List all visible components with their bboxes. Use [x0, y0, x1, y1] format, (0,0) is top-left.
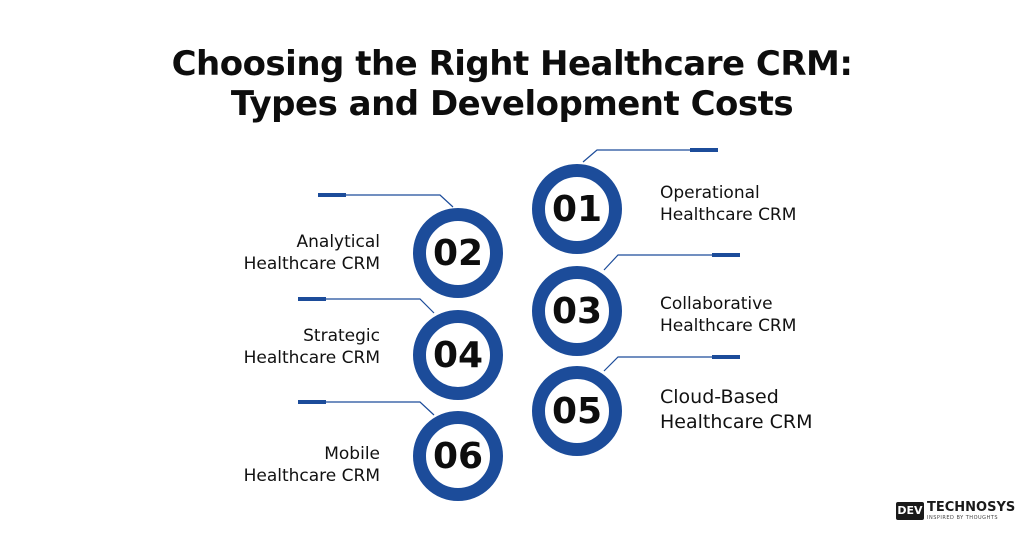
step-number-02: 02	[432, 232, 484, 274]
connector-tick-05	[712, 355, 740, 359]
connector-03	[603, 254, 740, 271]
logo-tagline: INSPIRED BY THOUGHTS	[927, 515, 999, 521]
step-badge-01: 01	[532, 164, 622, 254]
step-label-03: Collaborative Healthcare CRM	[660, 293, 796, 337]
connector-tick-04	[298, 297, 326, 301]
connector-06	[298, 401, 435, 416]
step-label-05: Cloud-Based Healthcare CRM	[660, 385, 812, 435]
step-badge-03: 03	[532, 266, 622, 356]
connector-04	[298, 298, 435, 314]
step-label-02-line1: Analytical	[296, 232, 380, 252]
title-line-2: Types and Development Costs	[230, 84, 794, 124]
step-number-06: 06	[432, 435, 484, 477]
step-badge-02: 02	[413, 208, 503, 298]
step-label-02: Analytical Healthcare CRM	[244, 231, 380, 275]
logo-mark: DEV	[896, 502, 924, 520]
connector-01	[582, 149, 718, 163]
step-label-01: Operational Healthcare CRM	[660, 182, 796, 226]
step-label-04: Strategic Healthcare CRM	[244, 325, 380, 369]
step-label-04-line2: Healthcare CRM	[243, 348, 380, 368]
step-label-04-line1: Strategic	[303, 326, 380, 346]
page-title: Choosing the Right Healthcare CRM: Types…	[0, 44, 1024, 124]
step-number-03: 03	[551, 290, 603, 332]
title-line-1: Choosing the Right Healthcare CRM:	[171, 44, 853, 84]
step-label-02-line2: Healthcare CRM	[243, 254, 380, 274]
step-label-06-line1: Mobile	[324, 444, 380, 464]
step-label-01-line2: Healthcare CRM	[660, 205, 797, 225]
connector-tick-02	[318, 193, 346, 197]
connector-02	[318, 194, 454, 208]
connector-tick-06	[298, 400, 326, 404]
step-label-05-line1: Cloud-Based	[660, 386, 779, 408]
connector-05	[603, 356, 740, 372]
step-label-01-line1: Operational	[660, 183, 760, 203]
step-label-03-line1: Collaborative	[660, 294, 773, 314]
brand-logo: DEV TECHNOSYS INSPIRED BY THOUGHTS	[896, 500, 1016, 524]
step-number-05: 05	[551, 390, 603, 432]
connector-tick-03	[712, 253, 740, 257]
step-number-04: 04	[432, 334, 484, 376]
step-badge-06: 06	[413, 411, 503, 501]
logo-brand-name: TECHNOSYS	[927, 500, 1016, 515]
step-label-06: Mobile Healthcare CRM	[244, 443, 380, 487]
step-label-03-line2: Healthcare CRM	[660, 316, 797, 336]
step-label-05-line2: Healthcare CRM	[660, 411, 813, 433]
step-badge-04: 04	[413, 310, 503, 400]
step-number-01: 01	[551, 188, 603, 230]
step-label-06-line2: Healthcare CRM	[243, 466, 380, 486]
step-badge-05: 05	[532, 366, 622, 456]
connector-tick-01	[690, 148, 718, 152]
